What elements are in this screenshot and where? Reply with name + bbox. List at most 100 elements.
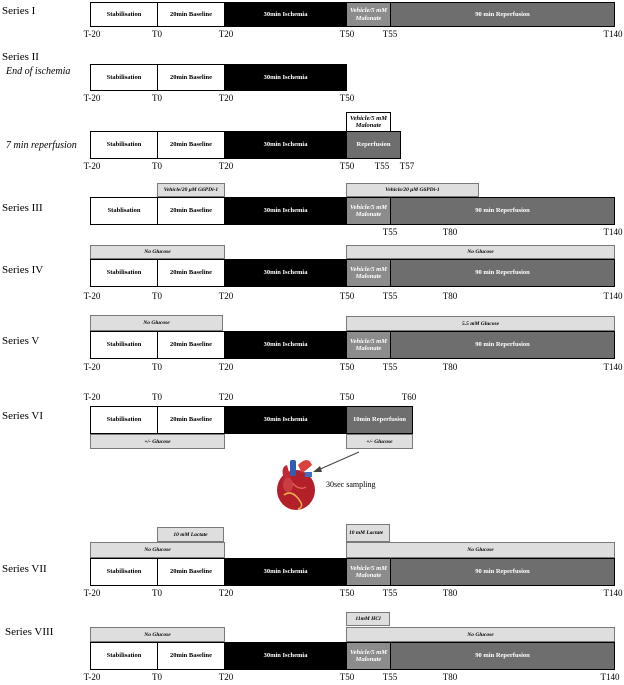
tick-t57: T57 — [399, 161, 415, 171]
baseline-segment: 20min Baseline — [157, 259, 225, 287]
tick-t-20: T-20 — [83, 362, 101, 372]
series-5-title: Series V — [2, 335, 40, 347]
ischemia-segment: 30min Ischemia — [224, 331, 347, 359]
tick-t20: T20 — [218, 362, 234, 372]
tick-t140: T140 — [603, 227, 623, 237]
glucose-bar-right: 5.5 mM Glucose — [346, 316, 615, 331]
ischemia-segment: 30min Ischemia — [224, 131, 347, 159]
reperfusion-segment: Reperfusion — [346, 131, 401, 159]
tick-t55: T55 — [382, 588, 398, 598]
stabilisation-segment: Stabilisation — [90, 642, 158, 670]
tick-t0: T0 — [152, 392, 162, 402]
tick-t55: T55 — [382, 672, 398, 682]
tick-t50: T50 — [339, 93, 355, 103]
reperfusion-segment: 90 min Reperfusion — [390, 642, 615, 670]
tick-t140: T140 — [603, 362, 623, 372]
tick-t-20: T-20 — [83, 93, 101, 103]
ischemia-segment: 30min Ischemia — [224, 197, 347, 225]
vehicle-malonate-segment: Vehicle/5 mM Malonate — [346, 197, 391, 225]
tick-t0: T0 — [152, 29, 162, 39]
series-7-title: Series VII — [2, 563, 47, 575]
tick-t80: T80 — [442, 362, 458, 372]
stabilisation-segment: Stabilisation — [90, 558, 158, 586]
tick-t20: T20 — [218, 588, 234, 598]
reperfusion-segment: 10min Reperfusion — [346, 406, 413, 434]
stabilisation-segment: Stabilisation — [90, 259, 158, 287]
tick-t0: T0 — [152, 362, 162, 372]
glucose-bar-left: +/- Glucose — [90, 434, 225, 449]
tick-t55: T55 — [382, 291, 398, 301]
tick-t20: T20 — [218, 161, 234, 171]
tick-t60: T60 — [401, 392, 417, 402]
no-glucose-bar-right: No Glucose — [346, 245, 615, 259]
baseline-segment: 20min Baseline — [157, 64, 225, 91]
tick-t50: T50 — [339, 291, 355, 301]
vehicle-malonate-segment: Vehicle/5 mM Malonate — [346, 558, 391, 586]
ischemia-segment: 30min Ischemia — [224, 406, 347, 434]
baseline-segment: 20min Baseline — [157, 2, 225, 27]
hcl-bar: 11mM HCl — [346, 612, 390, 626]
lactate-bar-right: 10 mM Lactate — [346, 524, 390, 542]
vehicle-malonate-segment: Vehicle/5 mM Malonate — [346, 642, 391, 670]
tick-t140: T140 — [600, 672, 620, 682]
stabilisation-segment: Stablisation — [90, 197, 158, 225]
ischemia-segment: 30min Ischemia — [224, 558, 347, 586]
series-8-title: Series VIII — [5, 626, 54, 638]
tick-t-20: T-20 — [83, 392, 101, 402]
reperfusion-segment: 90 min Reperfusion — [390, 558, 615, 586]
tick-t-20: T-20 — [83, 291, 101, 301]
heart-icon — [277, 460, 315, 510]
baseline-segment: 20min Baseline — [157, 558, 225, 586]
tick-t0: T0 — [152, 161, 162, 171]
tick-t20: T20 — [218, 672, 234, 682]
no-glucose-bar-left: No Glucose — [90, 245, 225, 259]
sampling-arrow-icon — [313, 451, 360, 472]
tick-t55: T55 — [374, 161, 390, 171]
tick-t-20: T-20 — [83, 672, 101, 682]
vehicle-malonate-segment: Vehicle/5 mM Malonate — [346, 259, 391, 287]
g6pdi-bar-left: Vehicle/20 μM G6PDi-1 — [157, 183, 225, 197]
no-glucose-bar-left: No Glucose — [90, 627, 225, 642]
tick-t0: T0 — [152, 672, 162, 682]
vehicle-malonate-segment: Vehicle/5 mM Malonate — [346, 331, 391, 359]
reperfusion-segment: 90 min Reperfusion — [390, 259, 615, 287]
tick-t20: T20 — [218, 29, 234, 39]
series-4-title: Series IV — [2, 264, 44, 276]
tick-t140: T140 — [603, 29, 623, 39]
tick-t55: T55 — [382, 227, 398, 237]
stabilisation-segment: Stabilisation — [90, 64, 158, 91]
series-1-title: Series I — [2, 5, 36, 17]
reperfusion-segment: 90 min Reperfusion — [390, 331, 615, 359]
tick-t80: T80 — [442, 227, 458, 237]
tick-t20: T20 — [218, 93, 234, 103]
tick-t0: T0 — [152, 291, 162, 301]
vehicle-malonate-box: Vehicle/5 mM Malonate — [346, 112, 391, 132]
baseline-segment: 20min Baseline — [157, 406, 225, 434]
tick-t20: T20 — [218, 392, 234, 402]
tick-t50: T50 — [339, 362, 355, 372]
no-glucose-bar-right: No Glucose — [346, 542, 615, 558]
tick-t55: T55 — [382, 362, 398, 372]
series-6-title: Series VI — [2, 410, 44, 422]
lactate-bar-left: 10 mM Lactate — [157, 527, 224, 542]
tick-t140: T140 — [603, 291, 623, 301]
tick-t0: T0 — [152, 588, 162, 598]
seven-min-reperfusion-label: 7 min reperfusion — [6, 140, 77, 151]
baseline-segment: 20min Baseline — [157, 197, 225, 225]
tick-t-20: T-20 — [83, 29, 101, 39]
ischemia-segment: 30min Ischemia — [224, 64, 347, 91]
end-of-ischemia-label: End of ischemia — [6, 66, 71, 77]
baseline-segment: 20min Baseline — [157, 642, 225, 670]
g6pdi-bar-right: Vehicle/20 μM G6PDi-1 — [346, 183, 479, 197]
tick-t55: T55 — [382, 29, 398, 39]
sampling-label: 30sec sampling — [326, 480, 376, 489]
ischemia-segment: 30min Ischemia — [224, 642, 347, 670]
tick-t50: T50 — [339, 672, 355, 682]
series-2-title: Series II — [2, 51, 39, 63]
tick-t80: T80 — [442, 588, 458, 598]
tick-t50: T50 — [339, 392, 355, 402]
tick-t-20: T-20 — [83, 588, 101, 598]
ischemia-segment: 30min Ischemia — [224, 2, 347, 27]
tick-t50: T50 — [339, 588, 355, 598]
